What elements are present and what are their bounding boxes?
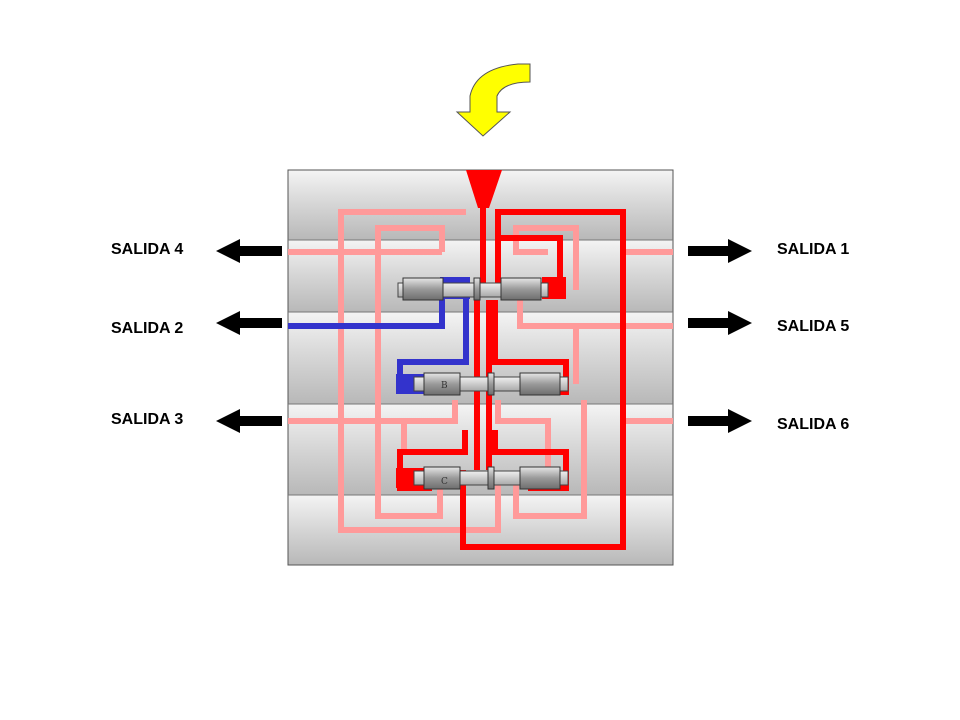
output-arrow-salida-5-icon	[688, 311, 752, 335]
label-salida-6: SALIDA 6	[777, 416, 849, 433]
label-salida-1: SALIDA 1	[777, 241, 849, 258]
inlet-funnel	[466, 170, 502, 208]
supply-to-valve-a-right	[498, 235, 563, 295]
upper-right-exhaust	[513, 225, 579, 290]
inlet-arrow-icon	[455, 63, 531, 137]
label-salida-2: SALIDA 2	[111, 320, 183, 337]
output-arrow-salida-1-icon	[688, 239, 752, 263]
inactive-channels	[288, 209, 673, 533]
supply-outer-loop	[460, 209, 626, 550]
valve-c-letter: C	[441, 477, 448, 487]
right-exhaust-channel	[517, 300, 579, 384]
label-salida-4: SALIDA 4	[111, 241, 183, 258]
output-arrow-salida-2-icon	[216, 311, 282, 335]
valve-spool-a[interactable]	[397, 277, 549, 301]
output-arrow-salida-4-icon	[216, 239, 282, 263]
output-arrow-salida-3-icon	[216, 409, 282, 433]
lower-right-exhaust	[513, 400, 587, 519]
label-salida-3: SALIDA 3	[111, 411, 183, 428]
outer-left-channel	[338, 209, 501, 533]
inner-left-channel	[375, 225, 445, 519]
label-salida-5: SALIDA 5	[777, 318, 849, 335]
output-arrow-salida-6-icon	[688, 409, 752, 433]
valve-spool-c[interactable]: C	[413, 466, 569, 490]
valve-b-letter: B	[441, 381, 448, 391]
valve-spool-b[interactable]: B	[413, 372, 569, 396]
port-line-salida-2	[288, 290, 445, 329]
middle-split-channel	[401, 400, 458, 450]
middle-right-split	[495, 400, 551, 470]
